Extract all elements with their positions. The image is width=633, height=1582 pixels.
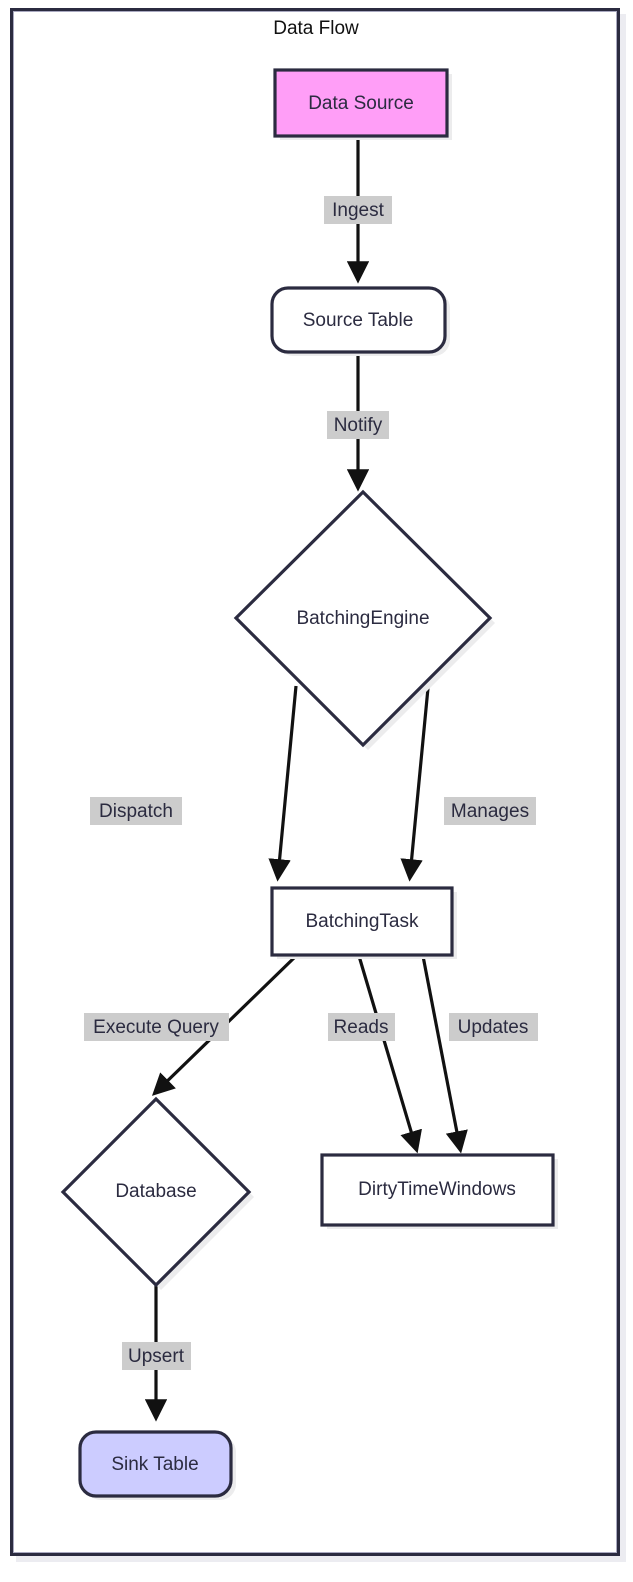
node-data-source[interactable]: Data Source — [273, 68, 452, 140]
edge-label-manages-text: Manages — [451, 801, 529, 822]
diagram-title: Data Flow — [273, 18, 359, 39]
node-batching-task-label: BatchingTask — [305, 911, 419, 932]
diagram-frame — [10, 8, 620, 1556]
edge-label-execute-query-text: Execute Query — [93, 1017, 219, 1038]
node-source-table-label: Source Table — [303, 310, 414, 331]
node-source-table-shape — [270, 286, 447, 354]
edge-label-dispatch: Dispatch — [90, 797, 182, 825]
edge-label-ingest-text: Ingest — [332, 200, 384, 221]
edge-label-upsert-text: Upsert — [128, 1346, 185, 1367]
node-data-source-shape — [273, 68, 449, 138]
edge-label-notify-text: Notify — [334, 415, 383, 436]
edge-batching-engine-to-batching-task-manages — [400, 687, 430, 882]
node-sink-table-label: Sink Table — [111, 1454, 198, 1475]
edge-label-layer: Ingest Notify Dispatch Manages Execute Q… — [84, 196, 538, 1370]
node-dirty-time-windows-label: DirtyTimeWindows — [358, 1179, 516, 1200]
edge-label-updates-text: Updates — [458, 1017, 529, 1038]
edge-batching-engine-to-batching-task-dispatch — [268, 685, 298, 882]
edge-label-reads: Reads — [328, 1013, 395, 1041]
edge-batching-task-to-dirty-time-windows-reads — [357, 955, 422, 1154]
edge-label-execute-query: Execute Query — [84, 1013, 229, 1041]
edge-label-notify: Notify — [327, 411, 389, 439]
node-sink-table[interactable]: Sink Table — [78, 1430, 236, 1500]
edge-label-updates: Updates — [449, 1013, 538, 1041]
node-batching-engine[interactable]: BatchingEngine — [233, 489, 495, 750]
node-database-shape — [60, 1096, 252, 1288]
node-data-source-label: Data Source — [308, 93, 414, 114]
node-batching-engine-label: BatchingEngine — [296, 608, 429, 629]
node-dirty-time-windows[interactable]: DirtyTimeWindows — [320, 1153, 558, 1229]
node-source-table[interactable]: Source Table — [270, 286, 450, 356]
node-sink-table-shape — [78, 1430, 233, 1498]
node-database-label: Database — [115, 1181, 196, 1202]
edge-label-manages: Manages — [444, 797, 536, 825]
edge-label-upsert: Upsert — [122, 1342, 191, 1370]
node-batching-task[interactable]: BatchingTask — [270, 886, 457, 959]
node-dirty-time-windows-shape — [320, 1153, 555, 1227]
edge-label-dispatch-text: Dispatch — [99, 801, 173, 822]
edge-label-reads-text: Reads — [334, 1017, 389, 1038]
edge-label-ingest: Ingest — [324, 196, 392, 224]
node-batching-task-shape — [270, 886, 454, 957]
edge-batching-task-to-dirty-time-windows-updates — [421, 955, 468, 1154]
node-batching-engine-shape — [233, 489, 493, 748]
node-database[interactable]: Database — [60, 1096, 254, 1290]
